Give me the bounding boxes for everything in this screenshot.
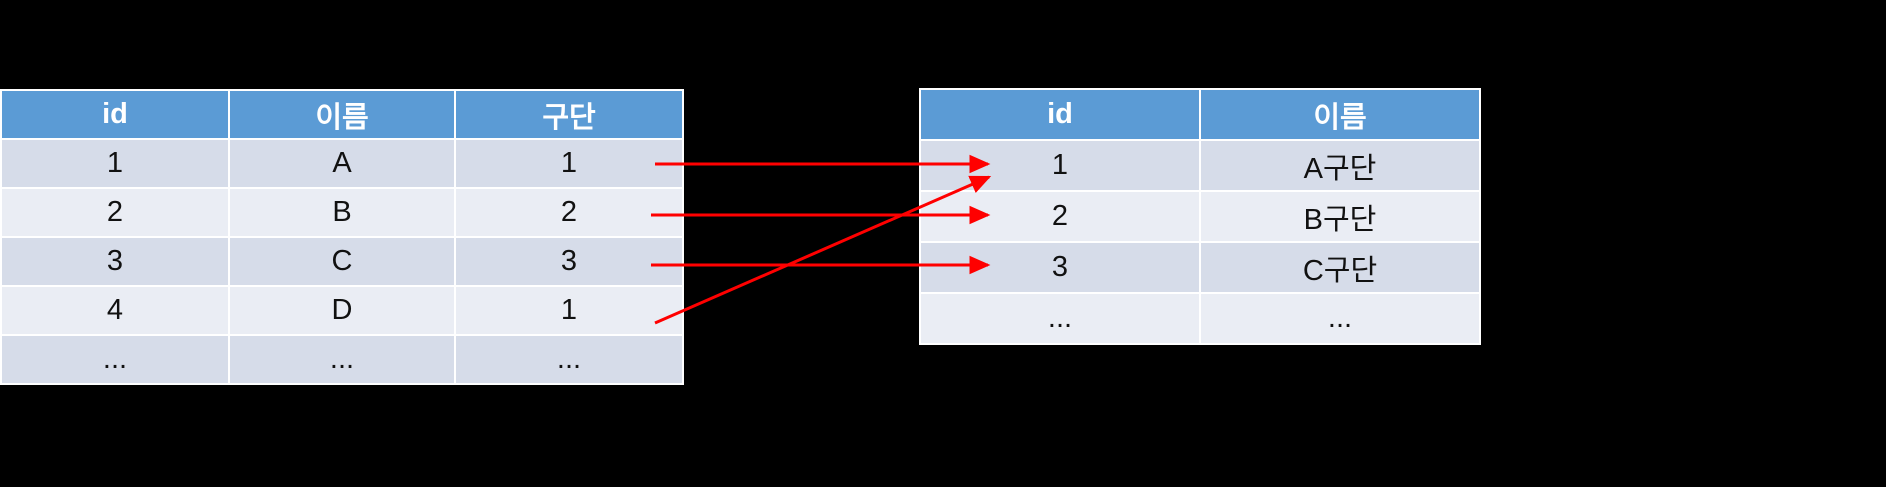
cell-id: ...: [0, 334, 230, 385]
table-row: ... ... ...: [0, 334, 684, 385]
player-table: id 이름 구단 1 A 1 2 B 2 3 C 3 4 D: [0, 89, 684, 385]
cell-club: ...: [454, 334, 684, 385]
column-header-id: id: [919, 88, 1201, 141]
table-row: 1 A구단: [919, 139, 1481, 192]
table-row: 2 B구단: [919, 190, 1481, 243]
cell-name: C: [228, 236, 456, 287]
cell-id: 4: [0, 285, 230, 336]
table-row: 1 A 1: [0, 138, 684, 189]
table-row: 4 D 1: [0, 285, 684, 336]
cell-name: ...: [1199, 292, 1481, 345]
table-header-row: id 이름: [919, 88, 1481, 141]
cell-id: ...: [919, 292, 1201, 345]
cell-name: D: [228, 285, 456, 336]
cell-id: 3: [0, 236, 230, 287]
cell-name: C구단: [1199, 241, 1481, 294]
column-header-name: 이름: [228, 89, 456, 140]
cell-name: B구단: [1199, 190, 1481, 243]
cell-name: A: [228, 138, 456, 189]
table-header-row: id 이름 구단: [0, 89, 684, 140]
cell-id: 1: [0, 138, 230, 189]
column-header-id: id: [0, 89, 230, 140]
cell-club: 3: [454, 236, 684, 287]
column-header-club: 구단: [454, 89, 684, 140]
cell-club: 1: [454, 285, 684, 336]
table-row: 2 B 2: [0, 187, 684, 238]
table-row: 3 C구단: [919, 241, 1481, 294]
cell-id: 2: [0, 187, 230, 238]
cell-name: B: [228, 187, 456, 238]
cell-name: ...: [228, 334, 456, 385]
table-row: ... ...: [919, 292, 1481, 345]
cell-club: 1: [454, 138, 684, 189]
cell-name: A구단: [1199, 139, 1481, 192]
cell-id: 3: [919, 241, 1201, 294]
club-table: id 이름 1 A구단 2 B구단 3 C구단 ... ...: [919, 88, 1481, 345]
column-header-name: 이름: [1199, 88, 1481, 141]
cell-id: 2: [919, 190, 1201, 243]
cell-id: 1: [919, 139, 1201, 192]
cell-club: 2: [454, 187, 684, 238]
table-row: 3 C 3: [0, 236, 684, 287]
